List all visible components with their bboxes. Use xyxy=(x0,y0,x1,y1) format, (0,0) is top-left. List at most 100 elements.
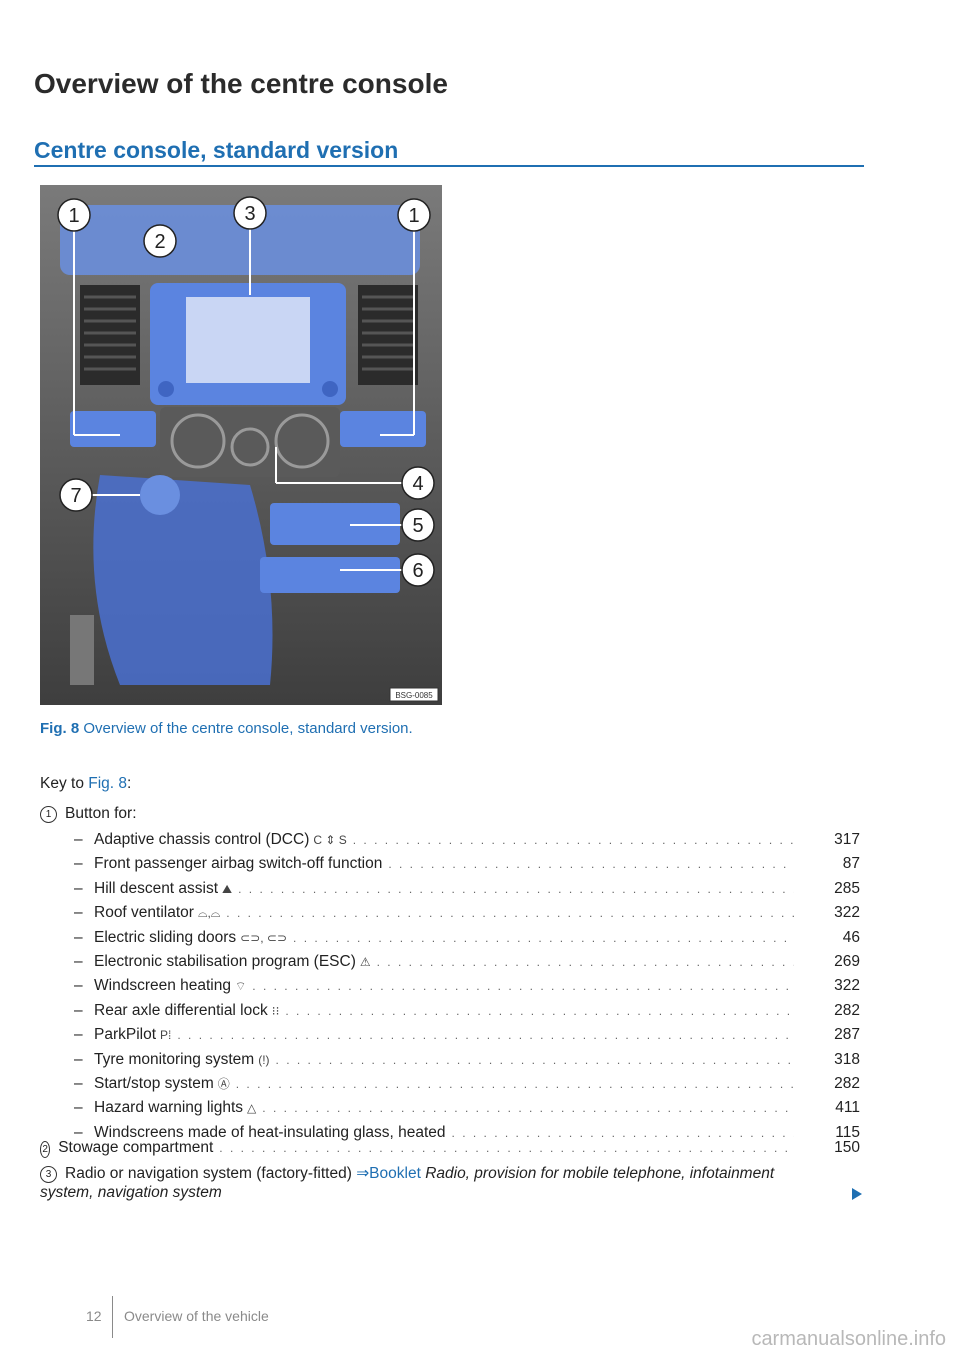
leader-dots xyxy=(262,1101,794,1115)
button-function-label: Hill descent assist xyxy=(94,880,219,897)
leader-dots xyxy=(452,1126,794,1140)
button-function-item: –Start/stop systemⒶ282 xyxy=(74,1075,860,1095)
svg-text:2: 2 xyxy=(154,231,165,253)
leader-dots xyxy=(238,882,794,896)
leader-dots xyxy=(252,979,794,993)
list-dash: – xyxy=(74,929,83,946)
button-symbol-icon: ⌔ xyxy=(235,979,247,993)
button-symbol-icon: (!) xyxy=(258,1053,270,1067)
button-function-item: –Adaptive chassis control (DCC)C ⇕ S 317 xyxy=(74,831,860,851)
button-symbol-icon: P⁞ xyxy=(160,1028,172,1042)
footer-chapter: Overview of the vehicle xyxy=(124,1308,269,1324)
page-reference[interactable]: 322 xyxy=(834,904,860,921)
button-function-item: –Front passenger airbag switch-off funct… xyxy=(74,855,860,875)
list-dash: – xyxy=(74,1002,83,1019)
compartment-6-highlight xyxy=(260,557,400,593)
list-dash: – xyxy=(74,904,83,921)
key-intro: Key to Fig. 8: xyxy=(40,775,132,792)
figure-code-label: BSG-0085 xyxy=(389,687,439,702)
svg-text:5: 5 xyxy=(412,515,423,537)
button-function-label: Roof ventilator xyxy=(94,904,194,921)
list-dash: – xyxy=(74,831,83,848)
compartment-5-highlight xyxy=(270,503,400,545)
booklet-title: Radio, provision for mobile telephone, i… xyxy=(40,1165,775,1201)
page-reference[interactable]: 46 xyxy=(842,929,860,946)
leader-dots xyxy=(353,833,794,847)
page-reference[interactable]: 317 xyxy=(834,831,860,848)
page-reference[interactable]: 87 xyxy=(842,855,860,872)
leader-dots xyxy=(276,1053,794,1067)
right-button-strip xyxy=(340,411,426,447)
button-function-item: –Tyre monitoring system(!)318 xyxy=(74,1051,860,1071)
page-reference[interactable]: 285 xyxy=(834,880,860,897)
page-reference[interactable]: 282 xyxy=(834,1075,860,1092)
callout-7: 7 xyxy=(59,478,93,512)
page-reference[interactable]: 318 xyxy=(834,1051,860,1068)
svg-text:1: 1 xyxy=(408,205,419,227)
key-number-badge: 3 xyxy=(40,1166,57,1183)
button-symbol-icon: ⚠ xyxy=(359,955,371,969)
page-reference[interactable]: 150 xyxy=(834,1139,860,1156)
svg-text:7: 7 xyxy=(70,485,81,507)
svg-text:6: 6 xyxy=(412,560,423,582)
gear-lever-highlight xyxy=(93,475,273,685)
page-reference[interactable]: 115 xyxy=(835,1124,860,1141)
list-dash: – xyxy=(74,880,83,897)
button-function-item: –Electric sliding doors⊂⊃, ⊂⊃ 46 xyxy=(74,929,860,949)
page-reference[interactable]: 322 xyxy=(834,977,860,994)
radio-screen xyxy=(186,297,310,383)
button-function-label: Electric sliding doors xyxy=(94,929,237,946)
booklet-link[interactable]: ⇒Booklet xyxy=(356,1165,421,1182)
callout-5: 5 xyxy=(401,508,435,542)
callout-1-right: 1 xyxy=(397,198,431,232)
page-reference[interactable]: 269 xyxy=(834,953,860,970)
button-symbol-icon: ⁝⁝ xyxy=(271,1004,280,1018)
list-dash: – xyxy=(74,1099,83,1116)
footer-divider xyxy=(112,1296,113,1338)
watermark: carmanualsonline.info xyxy=(751,1328,946,1350)
list-dash: – xyxy=(74,977,83,994)
leader-dots xyxy=(293,931,794,945)
key-item-label: Button for: xyxy=(65,805,137,822)
button-function-label: Front passenger airbag switch-off functi… xyxy=(94,855,383,872)
button-symbol-icon: C ⇕ S xyxy=(313,833,347,847)
button-symbol-icon: Ⓐ xyxy=(217,1077,230,1091)
page-reference[interactable]: 287 xyxy=(834,1026,860,1043)
section-divider xyxy=(34,165,864,167)
button-function-label: Electronic stabilisation program (ESC) xyxy=(94,953,356,970)
list-dash: – xyxy=(74,855,83,872)
key-item-label: Radio or navigation system (factory-fitt… xyxy=(65,1165,352,1182)
button-function-label: Hazard warning lights xyxy=(94,1099,244,1116)
page-title: Overview of the centre console xyxy=(34,68,448,99)
button-symbol-icon: ⛰ xyxy=(222,882,233,896)
key-item-2: 2 Stowage compartment 150 xyxy=(40,1139,860,1159)
list-dash: – xyxy=(74,953,83,970)
list-dash: – xyxy=(74,1124,83,1141)
button-function-item: –Roof ventilator⌓,⌓322 xyxy=(74,904,860,924)
dashboard-top-highlight xyxy=(60,205,420,275)
leader-dots xyxy=(377,955,794,969)
callout-1-left: 1 xyxy=(57,198,91,232)
button-function-label: Windscreen heating xyxy=(94,977,231,994)
page-reference[interactable]: 411 xyxy=(835,1099,860,1116)
left-button-strip xyxy=(70,411,156,447)
figure-reference-link[interactable]: Fig. 8 xyxy=(88,775,128,792)
figure-caption: Fig. 8 Overview of the centre console, s… xyxy=(40,719,450,738)
callout-2: 2 xyxy=(143,224,177,258)
continue-arrow-icon xyxy=(852,1188,862,1200)
button-symbol-icon: ⊂⊃, ⊂⊃ xyxy=(240,931,288,945)
pedal xyxy=(70,615,94,685)
button-function-item: –Electronic stabilisation program (ESC)⚠… xyxy=(74,953,860,973)
button-function-label: Start/stop system xyxy=(94,1075,214,1092)
figure-caption-label: Fig. 8 xyxy=(40,720,80,737)
button-function-label: Adaptive chassis control (DCC) xyxy=(94,831,310,848)
button-function-item: –Rear axle differential lock⁝⁝ 282 xyxy=(74,1002,860,1022)
page-reference[interactable]: 282 xyxy=(834,1002,860,1019)
button-function-label: ParkPilot xyxy=(94,1026,157,1043)
svg-text:3: 3 xyxy=(244,203,255,225)
button-function-label: Rear axle differential lock xyxy=(94,1002,268,1019)
button-function-item: –Hill descent assist⛰ 285 xyxy=(74,880,860,900)
button-function-label: Tyre monitoring system xyxy=(94,1051,255,1068)
